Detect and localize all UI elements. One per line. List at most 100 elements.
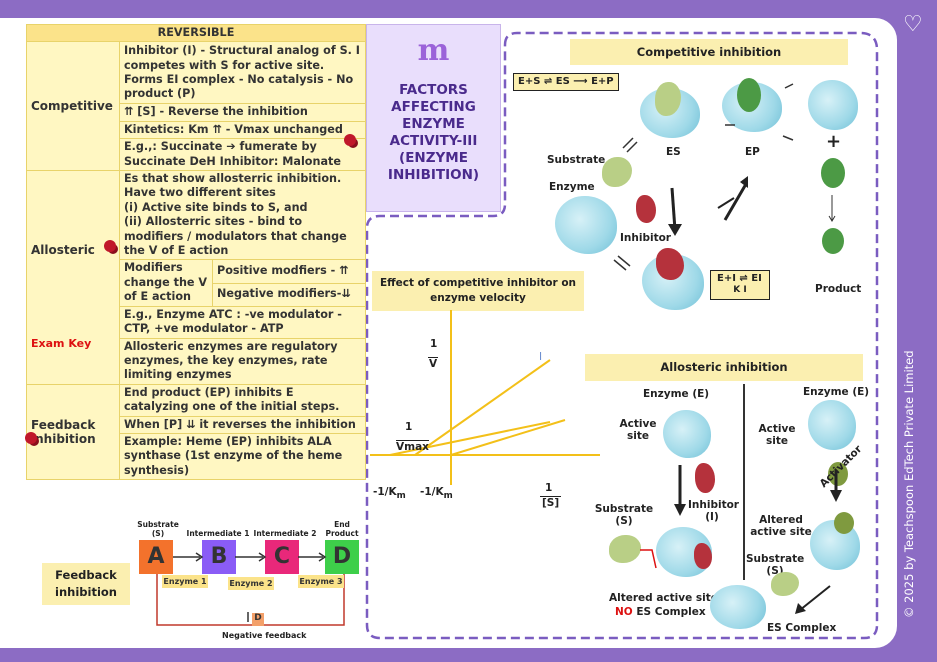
inhibitor-line-mark: I [539, 351, 543, 363]
pathway-box-c: C [265, 540, 299, 574]
competitive-arrows [613, 83, 836, 271]
bound-inhibitor [694, 543, 712, 569]
allosteric-inhibitor [695, 463, 715, 493]
modifiers-label: Modifiers change the V of E action [119, 259, 213, 307]
inhibitor-molecule [636, 195, 656, 223]
logo-icon: m [417, 33, 450, 68]
active-site-right: Active site [758, 423, 796, 447]
substrate-label: Substrate [547, 154, 606, 166]
ep-product [737, 78, 761, 112]
pathway-top-label-4: End Product [325, 520, 359, 538]
pathway-box-a: A [139, 540, 173, 574]
ki-text: K [733, 285, 741, 295]
negative-modifiers: Negative modifiers-⇊ [212, 282, 366, 307]
substrate-s-left: Substrate (S) [594, 503, 654, 527]
product-molecule-2 [822, 228, 844, 254]
vmax-denominator: Vmax [396, 440, 429, 453]
x-intercept-2-text: -1/K [420, 486, 444, 498]
no-text: NO [615, 606, 633, 618]
exam-key-label: Exam Key [31, 337, 92, 351]
pathway-top-label-1: Substrate (S) [137, 520, 179, 538]
product-label: Product [815, 283, 862, 295]
pathway-arrows [156, 552, 345, 626]
enzyme-label: Enzyme [549, 181, 595, 193]
allosteric-arrows [640, 465, 842, 614]
pathway-top-label-2: Intermediate 1 [186, 529, 250, 538]
x-intercept-2-sub: m [443, 491, 453, 502]
vmax-numerator: 1 [405, 421, 413, 433]
title-box: m FACTORS AFFECTING ENZYME ACTIVITY-III … [366, 24, 501, 212]
allosteric-row-1b: (i) Active site binds to S, and [124, 200, 308, 214]
competitive-row-4: E.g.,: Succinate ➔ fumerate by Succinate… [119, 138, 366, 172]
es-complex-enzyme [710, 585, 766, 629]
negative-feedback-label: Negative feedback [222, 631, 307, 640]
heart-icon: ♡ [903, 12, 923, 37]
allosteric-row-4: Allosteric enzymes are regulatory enzyme… [119, 337, 366, 385]
enzyme-right-label: Enzyme (E) [803, 386, 870, 398]
enzyme-left-label: Enzyme (E) [643, 388, 710, 400]
allosteric-substrate-right [771, 572, 799, 596]
es-substrate [655, 82, 681, 116]
allosteric-divider [743, 384, 745, 580]
es-label: ES [666, 146, 681, 158]
ei-equation-text: E+I ⇌ EI [717, 273, 762, 284]
lineweaver-burk-plot [370, 310, 600, 485]
no-es-complex: NO ES Complex [615, 606, 706, 618]
allosteric-label-cell: Allosteric Exam Key [26, 170, 120, 385]
allosteric-row-1: Es that show allosterric inhibition. Hav… [119, 170, 366, 261]
reaction-equation: E+S ⇌ ES ⟶ E+P [513, 73, 619, 91]
free-enzyme-top [808, 80, 858, 130]
altered-active-site-right: Altered active site [750, 514, 812, 538]
feedback-row-2: When [P] ⇊ it reverses the inhibition [119, 415, 366, 434]
pathway-top-label-3: Intermediate 2 [253, 529, 317, 538]
graph-title: Effect of competitive inhibitor on enzym… [372, 271, 584, 311]
allosteric-label: Allosteric [31, 242, 95, 257]
ki-label: K I [717, 285, 763, 295]
active-site-left: Active site [619, 418, 657, 442]
x-intercept-1: -1/Km [373, 486, 406, 502]
competitive-label: Competitive [26, 41, 120, 172]
x-intercept-1-text: -1/K [373, 486, 397, 498]
es-complex-label: ES Complex [767, 622, 837, 634]
dashed-frame [365, 31, 879, 640]
feedback-row-3: Example: Heme (EP) inhibits ALA synthase… [119, 432, 366, 481]
pathway-box-b: B [202, 540, 236, 574]
ki-subscript: I [743, 285, 747, 295]
x-axis-numerator: 1 [545, 482, 553, 494]
activator-molecule [828, 462, 848, 486]
copyright-text: © 2025 by Teachspoon EdTech Private Limi… [902, 350, 916, 618]
table-header: REVERSIBLE [26, 23, 366, 43]
pathway-box-d: D [325, 540, 359, 574]
enzyme-2-label: Enzyme 2 [228, 577, 274, 590]
pushpin-icon [344, 134, 356, 146]
competitive-row-3: Kintetics: Km ⇈ - Vmax unchanged [119, 120, 366, 140]
allosteric-row-1a: Es that show allosterric inhibition. Hav… [124, 172, 342, 200]
allosteric-enzyme-right [808, 400, 856, 450]
inhibitor-label: Inhibitor [620, 232, 671, 244]
allosteric-title: Allosteric inhibition [585, 354, 863, 381]
enzyme-1-label: Enzyme 1 [162, 575, 208, 588]
feedback-label: Feedback inhibition [26, 383, 120, 481]
allosteric-row-3: E.g., Enzyme ATC : -ve modulator - CTP, … [119, 305, 366, 339]
x-intercept-2: -1/Km [420, 486, 453, 502]
competitive-title: Competitive inhibition [570, 39, 848, 65]
ei-equation: E+I ⇌ EI K I [710, 270, 770, 300]
bound-activator [834, 512, 854, 534]
y-axis-numerator: 1 [430, 338, 438, 350]
x-axis-denominator: [S] [540, 496, 562, 509]
competitive-row-2: ⇈ [S] - Reverse the inhibition [119, 103, 366, 122]
substrate-molecule [602, 157, 632, 187]
x-intercept-1-sub: m [396, 491, 406, 502]
ei-inhibitor [656, 248, 684, 280]
positive-modifiers: Positive modfiers - ⇈ [212, 259, 366, 284]
competitive-row-1: Inhibitor (I) - Structural analog of S. … [119, 41, 366, 105]
enzyme-3-label: Enzyme 3 [298, 575, 344, 588]
allosteric-row-1c: (ii) Allosterric sites - bind to modifie… [124, 215, 347, 258]
allosteric-enzyme-left [663, 410, 711, 458]
feedback-box: Feedback inhibition [42, 563, 130, 605]
altered-active-site-left: Altered active site [609, 592, 718, 604]
pushpin-icon [104, 240, 116, 252]
page-title: FACTORS AFFECTING ENZYME ACTIVITY-III (E… [387, 82, 480, 183]
feedback-d-box: D [252, 613, 264, 626]
ep-label: EP [745, 146, 760, 158]
